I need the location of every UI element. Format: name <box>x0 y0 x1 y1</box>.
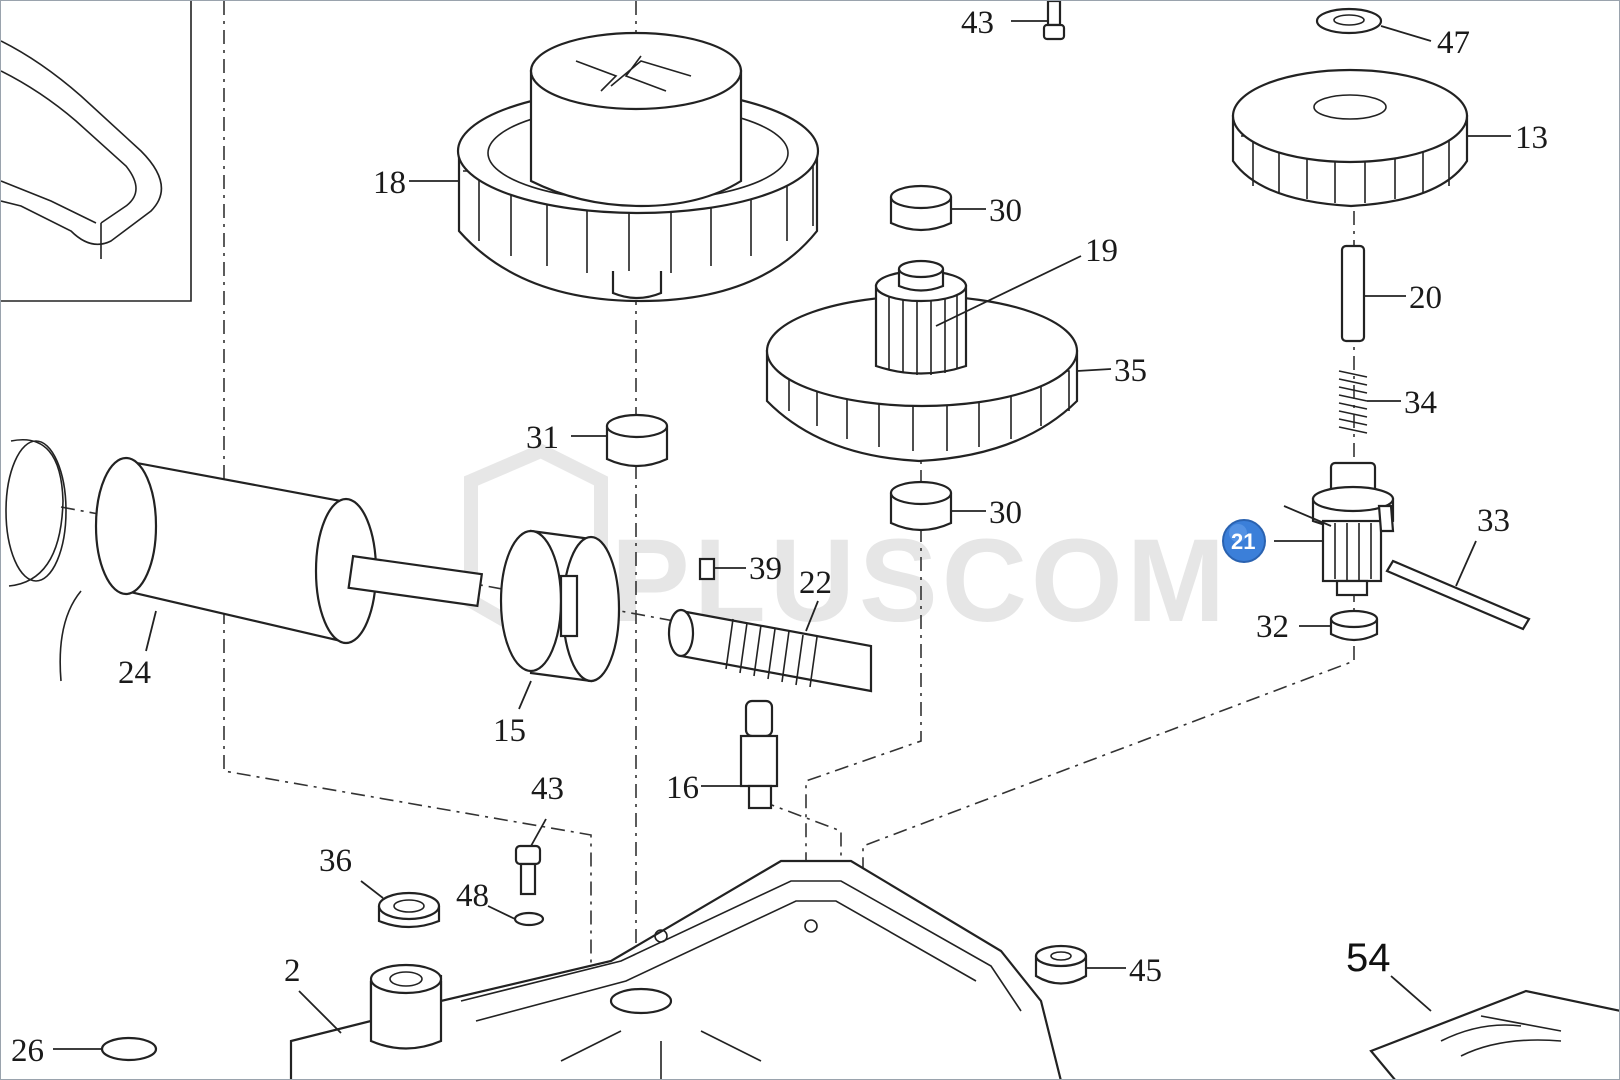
callout-labels: 43 47 13 18 30 19 20 35 34 31 30 33 39 2… <box>11 5 1548 1069</box>
label-32: 32 <box>1256 609 1289 645</box>
inset-detail <box>1 1 192 302</box>
label-33: 33 <box>1477 503 1510 539</box>
label-36: 36 <box>319 843 352 879</box>
part-34-spring <box>1338 370 1368 434</box>
label-20: 20 <box>1409 280 1442 316</box>
label-45: 45 <box>1129 953 1162 989</box>
part-39-set-screw <box>698 557 716 581</box>
label-19: 19 <box>1085 233 1118 269</box>
part-2-base-housing <box>289 859 1062 1079</box>
part-32-bushing <box>1329 609 1379 642</box>
part-33-pin <box>1385 559 1531 631</box>
label-15: 15 <box>493 713 526 749</box>
part-15-coupling <box>499 529 621 683</box>
label-43-top: 43 <box>961 5 994 41</box>
label-39: 39 <box>749 551 782 587</box>
label-54: 54 <box>1346 936 1391 980</box>
part-19-pinion <box>874 259 968 375</box>
part-30-bushing-bottom <box>889 480 953 532</box>
label-47: 47 <box>1437 25 1470 61</box>
label-2: 2 <box>284 953 301 989</box>
label-34: 34 <box>1404 385 1437 421</box>
part-20-pin <box>1340 244 1366 343</box>
label-30-top: 30 <box>989 193 1022 229</box>
part-24-motor <box>5 439 484 682</box>
label-48: 48 <box>456 878 489 914</box>
part-45-nut <box>1034 944 1088 985</box>
leader-lines <box>53 20 1511 1050</box>
part-36-seal <box>377 891 441 929</box>
highlight-badge-21[interactable]: 21 <box>1222 519 1266 563</box>
label-22: 22 <box>799 565 832 601</box>
part-21-pinion <box>1311 461 1395 597</box>
label-35: 35 <box>1114 353 1147 389</box>
part-30-bushing-top <box>889 184 953 232</box>
part-48-washer <box>513 911 545 927</box>
badge-21-label: 21 <box>1231 529 1255 554</box>
part-54-manual <box>1369 989 1619 1079</box>
part-31-bushing <box>605 413 669 468</box>
part-16-shaft <box>739 699 779 810</box>
label-16: 16 <box>666 770 699 806</box>
part-43-bolt-bottom <box>514 844 542 896</box>
label-31: 31 <box>526 420 559 456</box>
part-26-o-ring <box>100 1036 158 1062</box>
part-47-washer <box>1315 7 1383 35</box>
part-13-gear <box>1231 68 1469 208</box>
part-43-bolt-top <box>1042 1 1066 41</box>
label-18: 18 <box>373 165 406 201</box>
label-30-bottom: 30 <box>989 495 1022 531</box>
label-13: 13 <box>1515 120 1548 156</box>
label-26: 26 <box>11 1033 44 1069</box>
label-24: 24 <box>118 655 151 691</box>
label-43-bottom: 43 <box>531 771 564 807</box>
part-22-worm-shaft <box>667 608 873 693</box>
part-18-gear-with-cup <box>456 31 820 303</box>
